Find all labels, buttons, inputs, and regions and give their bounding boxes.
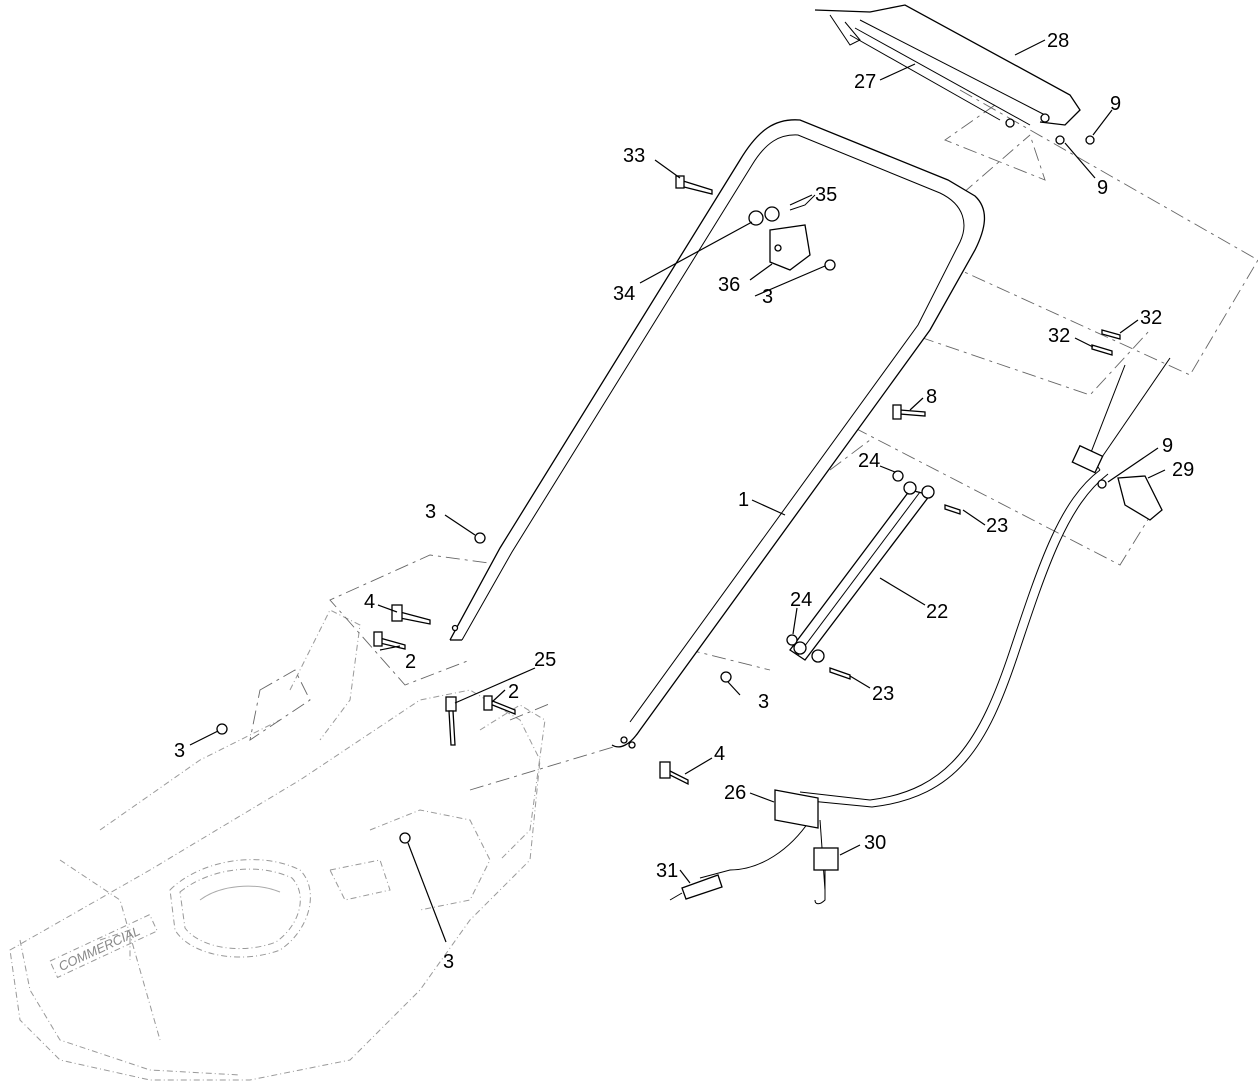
callout-3: 3 — [762, 286, 773, 308]
callout-34: 34 — [613, 283, 635, 305]
handle-assembly — [449, 119, 986, 749]
callout-9: 9 — [1162, 435, 1173, 457]
callout-2: 2 — [405, 651, 416, 673]
callout-26: 26 — [724, 782, 746, 804]
callout-9: 9 — [1097, 177, 1108, 199]
callout-9: 9 — [1110, 93, 1121, 115]
leader-lines — [189, 39, 1166, 943]
callout-30: 30 — [864, 832, 886, 854]
callout-4: 4 — [714, 743, 725, 765]
callout-27: 27 — [854, 71, 876, 93]
callouts: 1 2 2 3 3 3 3 3 4 4 8 9 9 9 22 23 23 24 … — [174, 30, 1194, 973]
callout-8: 8 — [926, 386, 937, 408]
callout-3: 3 — [425, 501, 436, 523]
hardware — [216, 135, 1163, 905]
link-bar — [789, 481, 935, 663]
callout-33: 33 — [623, 145, 645, 167]
callout-2: 2 — [508, 681, 519, 703]
callout-24: 24 — [858, 450, 880, 472]
callout-24: 24 — [790, 589, 812, 611]
callout-31: 31 — [656, 860, 678, 882]
callout-3: 3 — [174, 740, 185, 762]
control-bar — [814, 4, 1081, 128]
callout-22: 22 — [926, 601, 948, 623]
deck-logo-text: COMMERCIAL — [56, 923, 142, 974]
callout-23: 23 — [986, 515, 1008, 537]
callout-29: 29 — [1172, 459, 1194, 481]
callout-3: 3 — [443, 951, 454, 973]
callout-25: 25 — [534, 649, 556, 671]
callout-28: 28 — [1047, 30, 1069, 52]
callout-32: 32 — [1140, 307, 1162, 329]
cable — [699, 357, 1171, 891]
callout-32: 32 — [1048, 325, 1070, 347]
callout-1: 1 — [738, 489, 749, 511]
callout-36: 36 — [718, 274, 740, 296]
callout-23: 23 — [872, 683, 894, 705]
callout-35: 35 — [815, 184, 837, 206]
callout-4: 4 — [364, 591, 375, 613]
callout-3: 3 — [758, 691, 769, 713]
